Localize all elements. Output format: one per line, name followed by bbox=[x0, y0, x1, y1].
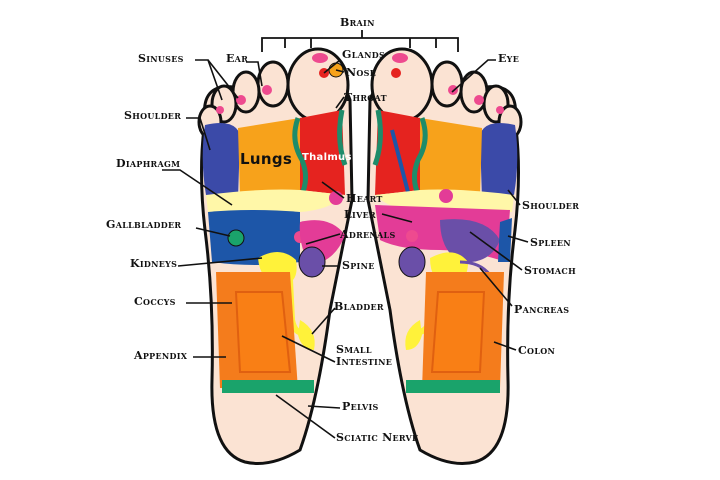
label-lungs: Lungs bbox=[240, 150, 293, 168]
left-foot bbox=[197, 47, 354, 465]
left-throat-line bbox=[292, 117, 308, 200]
left-bladder bbox=[298, 320, 315, 350]
label-appendix: Appendix bbox=[134, 349, 188, 362]
left-colon-inner bbox=[234, 291, 292, 373]
pelvis-leader bbox=[307, 405, 341, 409]
right-shoulder-zone bbox=[480, 122, 518, 202]
right-blue-line bbox=[390, 129, 412, 201]
right-toe-pink-dot bbox=[448, 85, 458, 95]
adrenals-leader bbox=[305, 233, 341, 245]
sciatic-leader bbox=[275, 394, 336, 439]
left-diaphragm-zone bbox=[206, 189, 345, 212]
left-toe-2 bbox=[256, 60, 290, 108]
right-toe-2 bbox=[430, 60, 464, 108]
left-gallbladder-dot bbox=[227, 229, 245, 247]
left-shoulder-zone bbox=[202, 122, 240, 202]
ear-leader bbox=[246, 61, 263, 87]
brain-bracket bbox=[261, 30, 459, 52]
label-brain: Brain bbox=[340, 16, 375, 29]
label-spleen: Spleen bbox=[530, 236, 571, 249]
label-pelvis: Pelvis bbox=[342, 400, 379, 413]
throat-leader bbox=[335, 96, 345, 109]
heart-leader bbox=[321, 181, 345, 199]
small-intestine-leader bbox=[281, 335, 336, 363]
label-heart: Heart bbox=[346, 192, 383, 205]
label-stomach: Stomach bbox=[524, 264, 576, 277]
right-foot bbox=[366, 47, 523, 465]
right-brain-dot bbox=[392, 53, 408, 63]
label-small-intestine-line1: Small bbox=[336, 343, 372, 356]
bladder-leader bbox=[311, 307, 336, 335]
label-sciatic-nerve: Sciatic Nerve bbox=[336, 431, 419, 444]
label-shoulder-left: Shoulder bbox=[124, 109, 182, 122]
label-small-intestine: Small Intestine bbox=[336, 344, 392, 368]
right-pelvis-band bbox=[406, 380, 500, 393]
label-small-intestine-line2: Intestine bbox=[336, 355, 393, 368]
label-gallbladder: Gallbladder bbox=[106, 218, 182, 231]
left-pelvis-band bbox=[222, 380, 314, 393]
sinuses-leader-2 bbox=[207, 59, 239, 99]
label-glands: Glands bbox=[342, 48, 386, 61]
label-nose: Nose bbox=[346, 66, 377, 79]
leader-lines bbox=[162, 59, 529, 439]
right-gland-dot bbox=[391, 68, 401, 78]
label-sinuses: Sinuses bbox=[138, 52, 184, 65]
label-adrenals: Adrenals bbox=[340, 228, 396, 241]
label-throat: Throat bbox=[344, 91, 387, 104]
left-gallbladder-zone bbox=[208, 210, 300, 265]
right-toe-pink-dot bbox=[496, 106, 504, 114]
right-spleen-zone bbox=[498, 218, 512, 262]
shoulder-left-leader bbox=[186, 117, 211, 151]
kidneys-leader bbox=[177, 257, 263, 267]
left-spine-ring bbox=[298, 246, 326, 278]
label-pancreas: Pancreas bbox=[514, 303, 570, 316]
label-colon: Colon bbox=[518, 344, 556, 357]
right-stomach-zone bbox=[440, 219, 500, 263]
pancreas-leader bbox=[479, 267, 513, 307]
label-eye: Eye bbox=[498, 52, 520, 65]
label-spine: Spine bbox=[342, 259, 375, 272]
shoulder-right-leader bbox=[507, 189, 521, 206]
nose-leader bbox=[335, 69, 345, 73]
left-toe-pink-dot bbox=[262, 85, 272, 95]
glands-leader bbox=[323, 59, 341, 74]
colon-leader bbox=[493, 341, 517, 351]
diaphragm-leader bbox=[162, 169, 233, 206]
left-lungs-zone bbox=[238, 118, 300, 198]
right-lungs-zone bbox=[420, 118, 482, 198]
left-toe-pink-dot bbox=[216, 106, 224, 114]
gallbladder-leader bbox=[195, 227, 231, 237]
label-coccys: Coccys bbox=[134, 295, 176, 308]
eye-leader bbox=[451, 59, 496, 93]
right-throat-line bbox=[412, 117, 428, 200]
right-colon-inner bbox=[430, 291, 486, 373]
label-thalmus: Thalmus bbox=[302, 152, 352, 163]
label-bladder: Bladder bbox=[334, 300, 384, 313]
right-bladder bbox=[405, 320, 422, 350]
left-brain-dot bbox=[312, 53, 328, 63]
right-adrenal-dot bbox=[406, 230, 418, 242]
right-spine-ring bbox=[398, 246, 426, 278]
right-heart-dot bbox=[439, 189, 453, 203]
label-shoulder-right: Shoulder bbox=[522, 199, 580, 212]
label-kidneys: Kidneys bbox=[130, 257, 178, 270]
stomach-leader bbox=[469, 231, 523, 271]
right-throat-line-2 bbox=[372, 109, 383, 166]
label-liver: Liver bbox=[344, 208, 376, 221]
left-throat-line-2 bbox=[337, 109, 348, 166]
label-diaphragm: Diaphragm bbox=[116, 157, 181, 170]
liver-leader bbox=[381, 213, 413, 223]
right-toe-pink-dot bbox=[474, 95, 484, 105]
left-thalmus-zone bbox=[300, 110, 345, 195]
spleen-leader bbox=[507, 235, 529, 243]
label-ear: Ear bbox=[226, 52, 249, 65]
